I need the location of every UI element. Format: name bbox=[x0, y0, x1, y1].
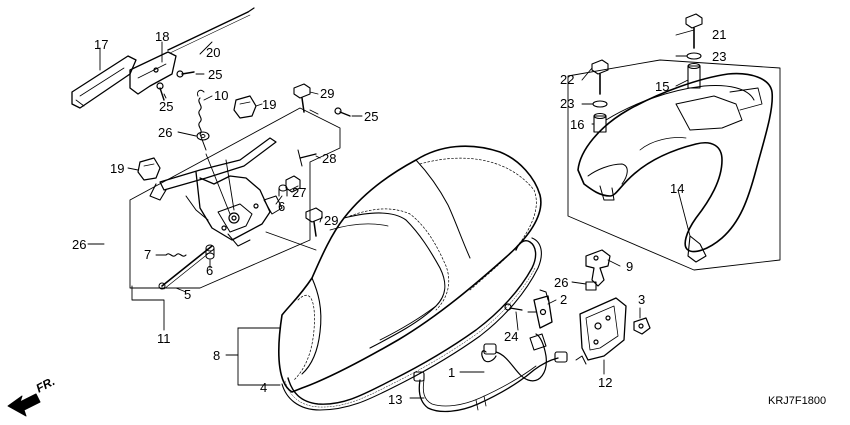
callout-19-left: 19 bbox=[110, 161, 125, 176]
callout-22: 22 bbox=[560, 72, 575, 87]
callout-6-lower: 6 bbox=[206, 263, 214, 278]
callout-6-upper: 6 bbox=[278, 199, 286, 214]
callout-5: 5 bbox=[184, 287, 192, 302]
callout-1: 1 bbox=[448, 365, 456, 380]
callout-21: 21 bbox=[712, 27, 727, 42]
callout-24: 24 bbox=[504, 329, 519, 344]
callout-16: 16 bbox=[570, 117, 585, 132]
screws-25-drawing bbox=[156, 70, 351, 117]
callout-23-side: 23 bbox=[560, 96, 575, 111]
nut-27-drawing bbox=[285, 175, 301, 193]
rod-20-drawing bbox=[167, 7, 255, 54]
washer-23-top-drawing bbox=[686, 52, 702, 60]
callout-25-top: 25 bbox=[208, 67, 223, 82]
pin-28-drawing bbox=[297, 149, 317, 167]
lock-bracket-drawing bbox=[575, 297, 651, 365]
leader-lines bbox=[87, 29, 695, 399]
callout-13: 13 bbox=[388, 392, 403, 407]
callout-28: 28 bbox=[322, 151, 337, 166]
washer-23-side-drawing bbox=[592, 100, 608, 108]
callout-10: 10 bbox=[214, 88, 229, 103]
diagram-code: KRJ7F1800 bbox=[768, 395, 827, 407]
seat-hinge-drawing bbox=[149, 137, 283, 247]
callout-3: 3 bbox=[638, 292, 646, 307]
collar-15-drawing bbox=[687, 63, 701, 89]
callout-14: 14 bbox=[670, 181, 685, 196]
callout-20: 20 bbox=[206, 45, 221, 60]
callout-9: 9 bbox=[626, 259, 634, 274]
callout-11: 11 bbox=[157, 331, 171, 346]
callout-19-top: 19 bbox=[262, 97, 277, 112]
callout-25-right: 25 bbox=[364, 109, 379, 124]
collar-16-drawing bbox=[593, 113, 607, 133]
rubbers-19-drawing bbox=[137, 95, 257, 181]
spring-7-drawing bbox=[165, 253, 187, 257]
seat-seal-drawing bbox=[281, 237, 542, 411]
callout-27: 27 bbox=[292, 185, 307, 200]
bolt-22-drawing bbox=[591, 59, 609, 95]
seat-lock-cable-drawing bbox=[413, 351, 568, 413]
group-carrier-outline bbox=[567, 59, 781, 271]
group-11-outline bbox=[129, 107, 341, 289]
cover-17-drawing bbox=[71, 55, 137, 109]
callout-18: 18 bbox=[155, 29, 170, 44]
callout-12: 12 bbox=[598, 375, 613, 390]
callout-17: 17 bbox=[94, 37, 109, 52]
seat-drawing bbox=[278, 145, 542, 393]
callout-23-top: 23 bbox=[712, 49, 727, 64]
callout-25-mid: 25 bbox=[159, 99, 174, 114]
callout-8: 8 bbox=[213, 348, 221, 363]
callout-15: 15 bbox=[655, 79, 670, 94]
collars-6-drawing bbox=[205, 184, 288, 260]
seat-lock-drawing bbox=[481, 289, 553, 382]
washer-26-drawing bbox=[196, 131, 210, 141]
front-direction-arrow bbox=[7, 393, 41, 417]
callout-7: 7 bbox=[144, 247, 152, 262]
bolt-21-drawing bbox=[685, 13, 703, 49]
bolts-29-drawing bbox=[293, 83, 323, 237]
callout-4: 4 bbox=[260, 380, 268, 395]
callout-26-lock: 26 bbox=[554, 275, 569, 290]
callout-26-left: 26 bbox=[72, 237, 87, 252]
bracket-18-drawing bbox=[129, 51, 177, 95]
callout-29-top: 29 bbox=[320, 86, 335, 101]
carrier-14-drawing bbox=[577, 72, 774, 263]
callout-26-hinge: 26 bbox=[158, 125, 173, 140]
helmet-hook-drawing bbox=[585, 249, 611, 291]
callout-2: 2 bbox=[560, 292, 568, 307]
callout-29-mid: 29 bbox=[324, 213, 339, 228]
